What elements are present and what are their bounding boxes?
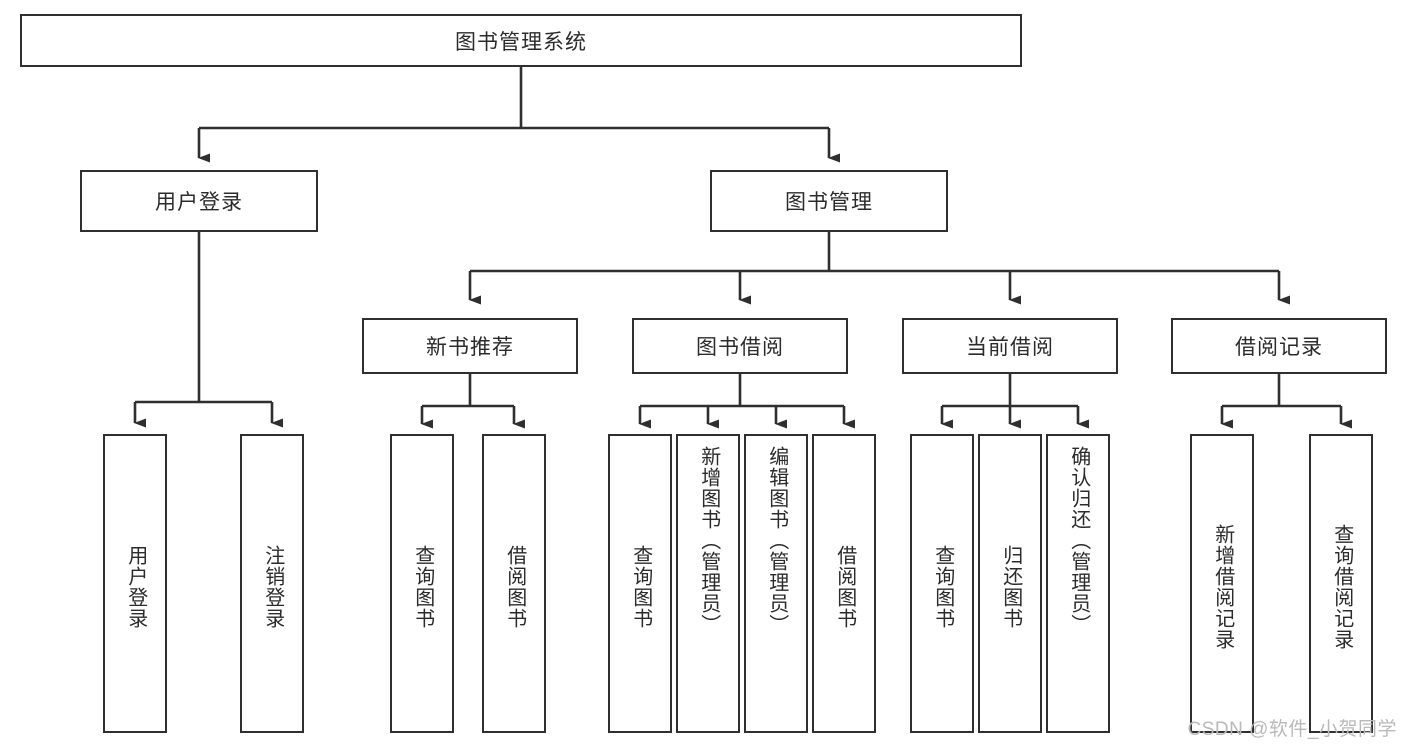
- leaf-text-wrap: 查询图书: [629, 442, 652, 731]
- leaf-add-borrow-record[interactable]: 新增借阅记录: [1190, 434, 1254, 733]
- leaf-label: 注销登录: [261, 544, 284, 629]
- leaf-text-wrap: 借阅图书: [833, 442, 856, 731]
- leaf-query-book-borrow[interactable]: 查询图书: [608, 434, 672, 733]
- leaf-label: 查询借阅记录: [1330, 523, 1353, 650]
- leaf-label: 新增图书（管理员）: [697, 446, 720, 635]
- leaf-label: 归还图书: [999, 544, 1022, 629]
- node-user-login[interactable]: 用户登录: [80, 170, 318, 232]
- leaf-borrow-book-recommend[interactable]: 借阅图书: [482, 434, 546, 733]
- leaf-borrow-book[interactable]: 借阅图书: [812, 434, 876, 733]
- node-root-book-management-system[interactable]: 图书管理系统: [20, 14, 1022, 67]
- node-label: 图书管理: [785, 191, 873, 214]
- leaf-text-wrap: 新增图书（管理员）: [697, 442, 720, 735]
- leaf-text-wrap: 归还图书: [999, 442, 1022, 731]
- leaf-edit-book-admin[interactable]: 编辑图书（管理员）: [744, 434, 808, 733]
- node-label: 图书借阅: [696, 336, 784, 359]
- leaf-label: 编辑图书（管理员）: [765, 446, 788, 635]
- node-book-borrow[interactable]: 图书借阅: [632, 318, 848, 374]
- watermark: CSDN @软件_小贺同学: [1187, 719, 1397, 740]
- leaf-label: 查询图书: [629, 544, 652, 629]
- leaf-text-wrap: 注销登录: [261, 442, 284, 731]
- leaf-label: 查询图书: [931, 544, 954, 629]
- leaf-label: 查询图书: [411, 544, 434, 629]
- leaf-query-book-recommend[interactable]: 查询图书: [390, 434, 454, 733]
- leaf-label: 借阅图书: [833, 544, 856, 629]
- leaf-text-wrap: 用户登录: [124, 442, 147, 731]
- leaf-label: 确认归还（管理员）: [1067, 446, 1090, 635]
- leaf-text-wrap: 新增借阅记录: [1211, 442, 1234, 731]
- leaf-label: 新增借阅记录: [1211, 523, 1234, 650]
- leaf-query-book-current[interactable]: 查询图书: [910, 434, 974, 733]
- node-label: 新书推荐: [426, 336, 514, 359]
- leaf-label: 用户登录: [124, 544, 147, 629]
- leaf-add-book-admin[interactable]: 新增图书（管理员）: [676, 434, 740, 733]
- leaf-text-wrap: 确认归还（管理员）: [1067, 442, 1090, 735]
- leaf-label: 借阅图书: [503, 544, 526, 629]
- node-borrow-record[interactable]: 借阅记录: [1171, 318, 1387, 374]
- leaf-text-wrap: 查询图书: [411, 442, 434, 731]
- leaf-logout[interactable]: 注销登录: [240, 434, 304, 733]
- node-new-book-recommend[interactable]: 新书推荐: [362, 318, 578, 374]
- node-label: 借阅记录: [1235, 336, 1323, 359]
- leaf-user-login[interactable]: 用户登录: [103, 434, 167, 733]
- leaf-confirm-return-admin[interactable]: 确认归还（管理员）: [1046, 434, 1110, 733]
- leaf-text-wrap: 查询借阅记录: [1330, 442, 1353, 731]
- leaf-text-wrap: 查询图书: [931, 442, 954, 731]
- node-book-management[interactable]: 图书管理: [710, 170, 948, 232]
- node-label: 图书管理系统: [455, 30, 587, 54]
- node-label: 用户登录: [155, 191, 243, 214]
- leaf-query-borrow-record[interactable]: 查询借阅记录: [1309, 434, 1373, 733]
- leaf-text-wrap: 借阅图书: [503, 442, 526, 731]
- node-current-borrow[interactable]: 当前借阅: [902, 318, 1118, 374]
- leaf-return-book[interactable]: 归还图书: [978, 434, 1042, 733]
- node-label: 当前借阅: [966, 336, 1054, 359]
- leaf-text-wrap: 编辑图书（管理员）: [765, 442, 788, 735]
